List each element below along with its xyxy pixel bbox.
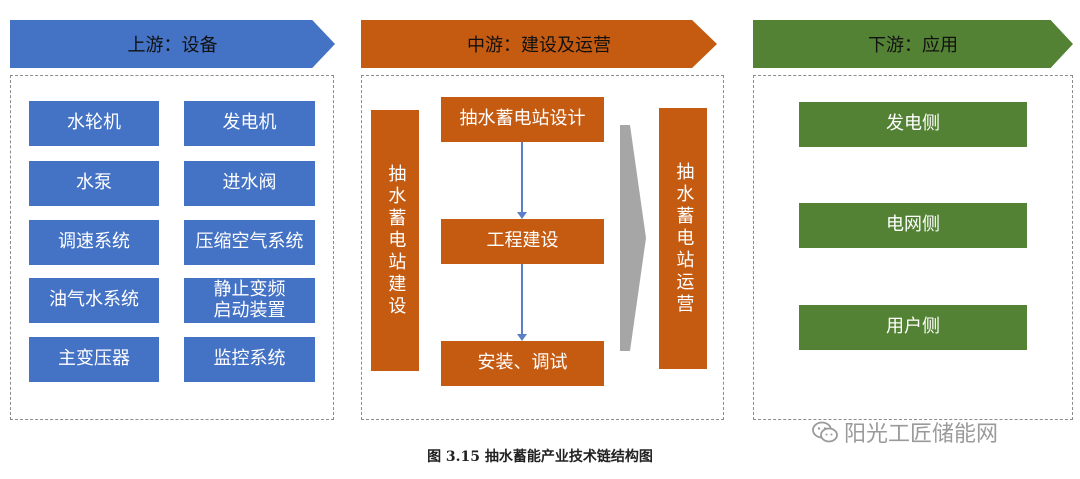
flow-arrow-line — [521, 142, 523, 217]
watermark: 阳光工匠储能网 — [812, 416, 998, 448]
equipment-box: 调速系统 — [29, 220, 159, 265]
figure-caption: 图 3.15 抽水蓄能产业技术链结构图 — [427, 449, 653, 465]
transition-arrow — [620, 125, 646, 351]
step-box-construction: 工程建设 — [441, 219, 604, 264]
upstream-panel — [10, 75, 334, 420]
flow-arrow-head — [517, 212, 527, 219]
midstream-header: 中游：建设及运营 — [361, 20, 717, 68]
downstream-panel — [753, 75, 1073, 420]
operation-label-box: 抽水蓄电站运营 — [659, 108, 707, 369]
equipment-box: 进水阀 — [184, 161, 315, 206]
application-box: 用户侧 — [799, 305, 1027, 350]
step-box-installation: 安装、调试 — [441, 341, 604, 386]
equipment-box: 监控系统 — [184, 337, 315, 382]
application-box: 发电侧 — [799, 102, 1027, 147]
flow-arrow-line — [521, 264, 523, 339]
equipment-box: 油气水系统 — [29, 278, 159, 323]
equipment-box: 发电机 — [184, 101, 315, 146]
equipment-box: 静止变频 启动装置 — [184, 278, 315, 323]
watermark-text: 阳光工匠储能网 — [844, 422, 999, 447]
downstream-header: 下游：应用 — [753, 20, 1073, 68]
flow-arrow-head — [517, 334, 527, 341]
construction-label-box: 抽水蓄电站建设 — [371, 110, 419, 371]
application-box: 电网侧 — [799, 203, 1027, 248]
upstream-header: 上游：设备 — [10, 20, 335, 68]
equipment-box: 压缩空气系统 — [184, 220, 315, 265]
equipment-box: 主变压器 — [29, 337, 159, 382]
midstream-panel — [361, 75, 724, 420]
equipment-box: 水泵 — [29, 161, 159, 206]
wechat-icon — [812, 421, 838, 443]
step-box-design: 抽水蓄电站设计 — [441, 97, 604, 142]
equipment-box: 水轮机 — [29, 101, 159, 146]
